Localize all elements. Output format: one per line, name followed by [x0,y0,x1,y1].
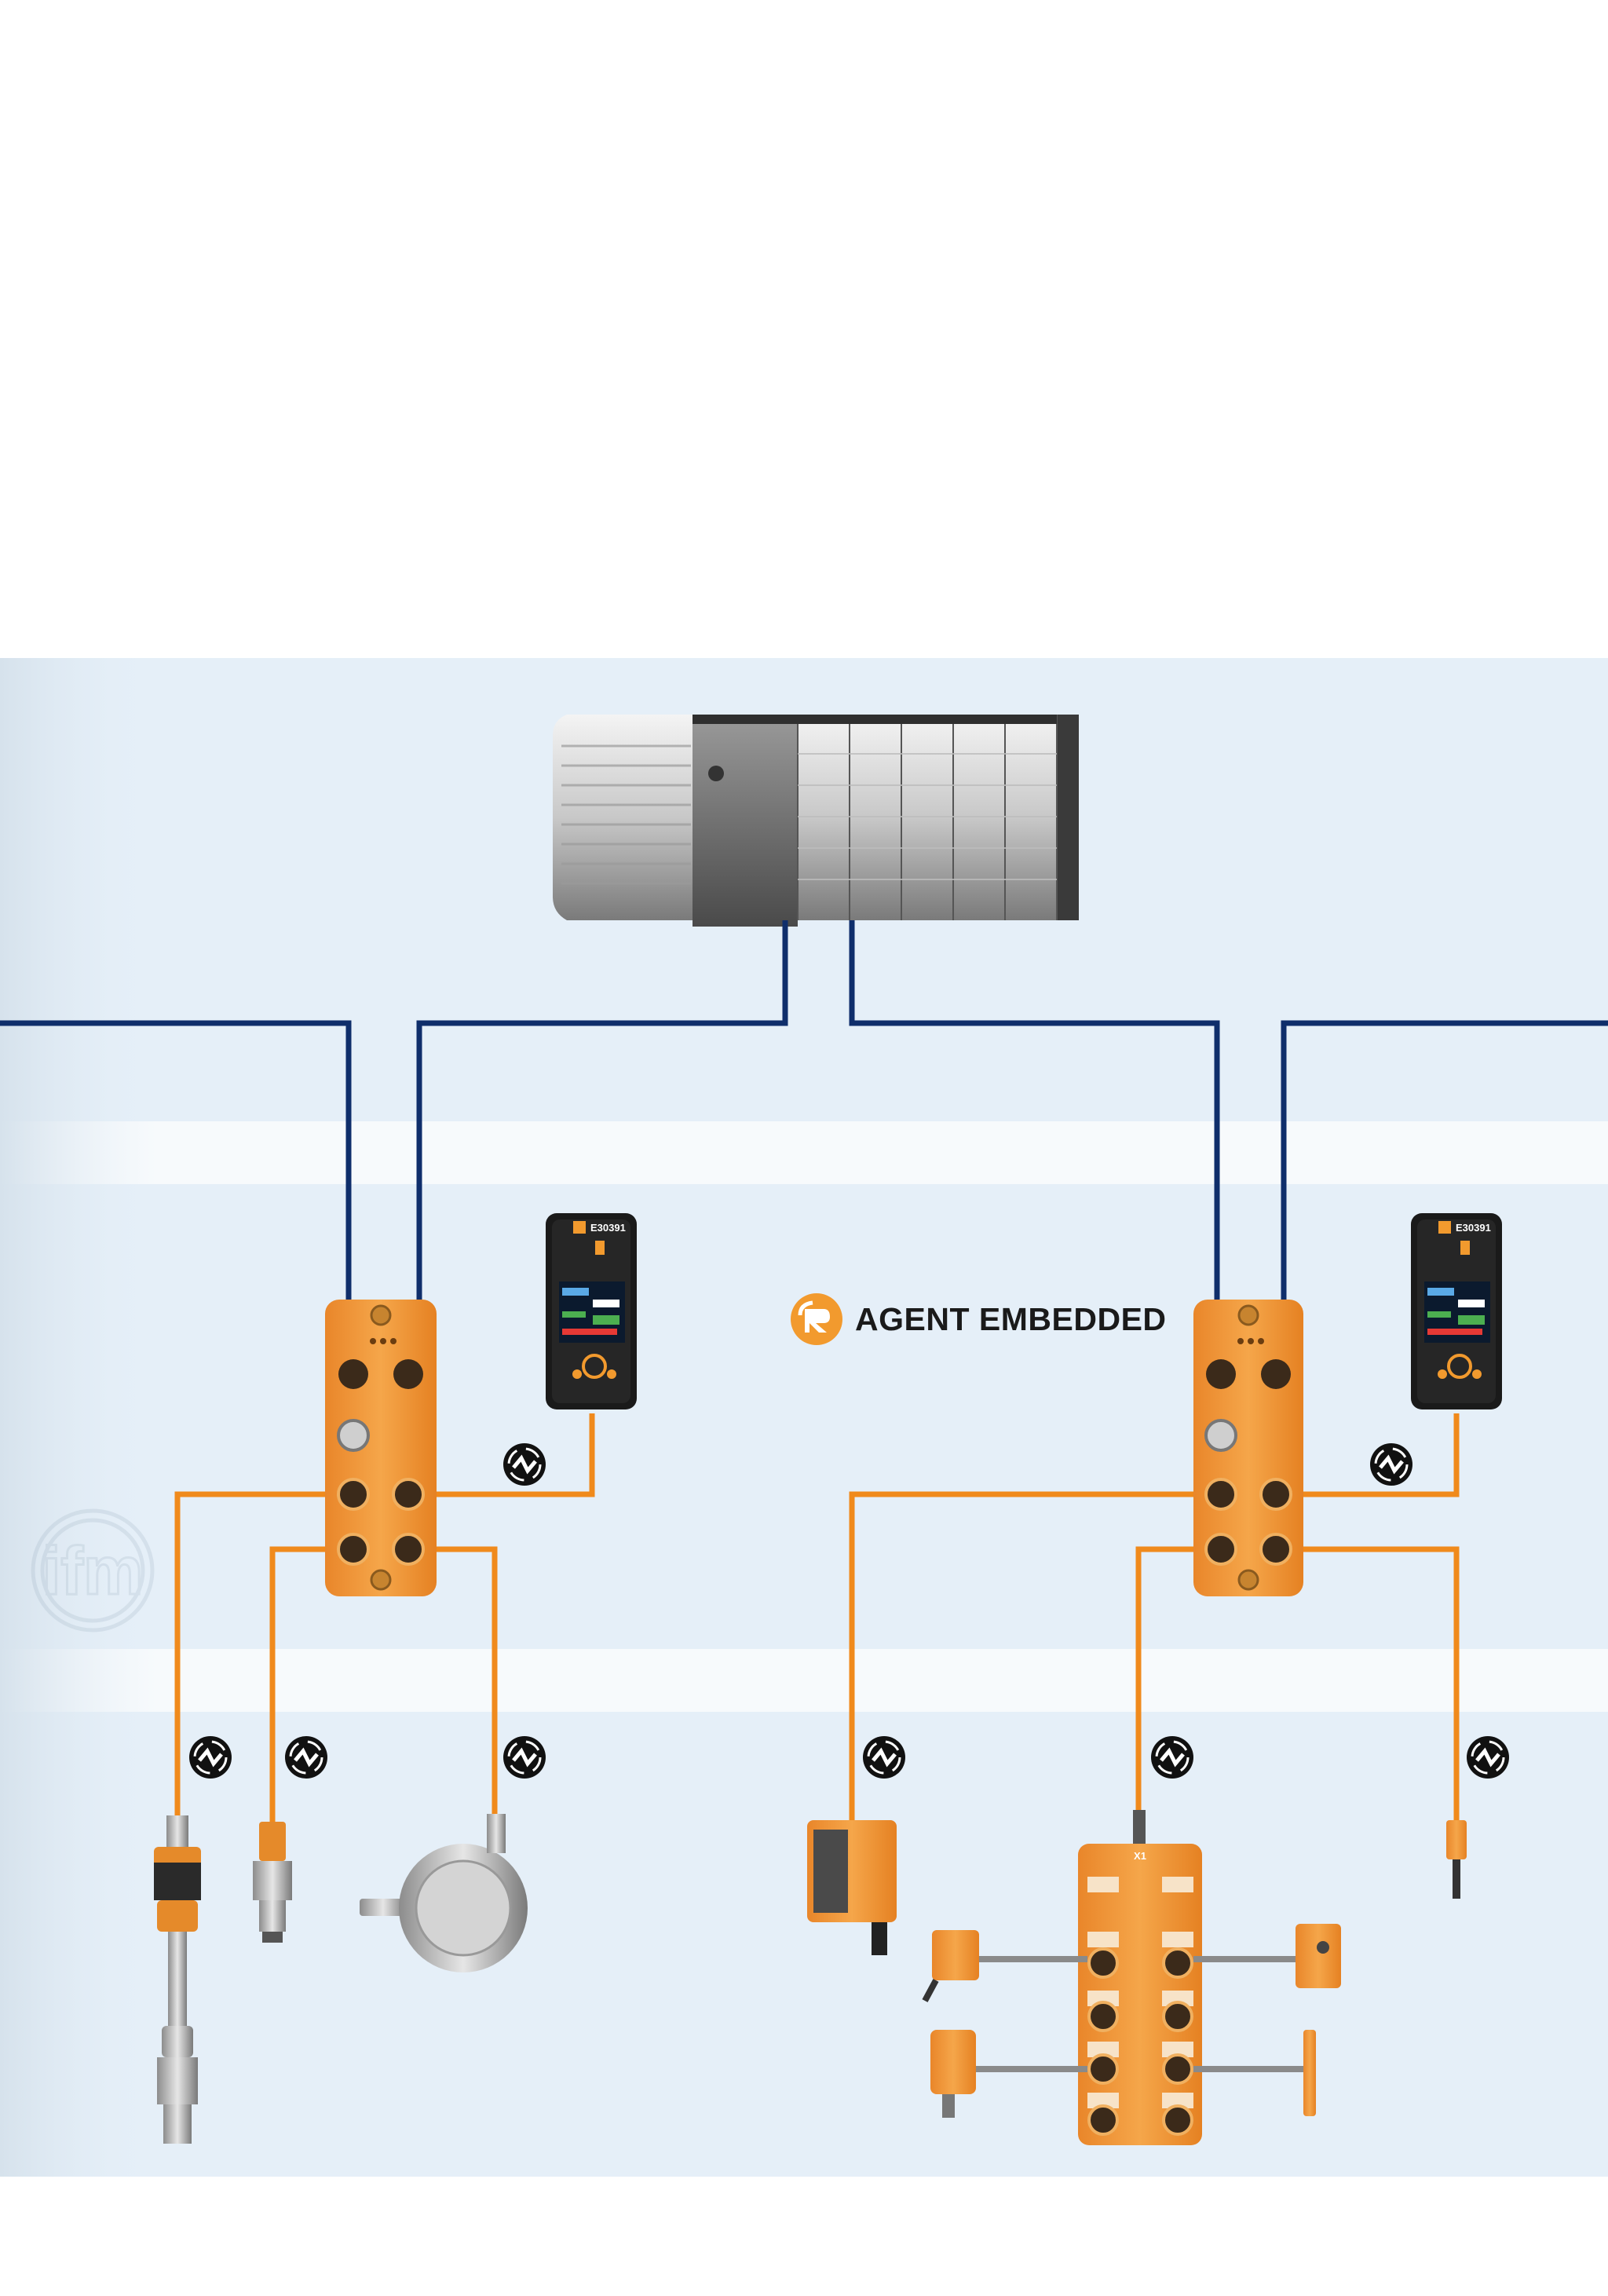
hub-sensor-bottom-right [1303,2030,1316,2116]
display-device-left: E30391 [546,1213,637,1409]
optical-sensor [807,1820,897,1955]
svg-text:X1: X1 [1134,1850,1146,1862]
svg-text:E30391: E30391 [590,1222,626,1234]
separator-band [0,1121,1608,1184]
io-link-icon [285,1736,327,1779]
separator-band [0,1649,1608,1712]
io-link-icon [503,1736,546,1779]
display-device-right: E30391 [1411,1213,1502,1409]
left-photo-fade [0,658,157,2177]
io-link-hub: X1 [1078,1810,1202,2145]
io-link-icon [189,1736,232,1779]
middle-band [0,1184,1608,1649]
hub-sensor-bottom-left [930,2030,976,2118]
hub-cables [976,1956,1310,2072]
svg-text:E30391: E30391 [1456,1222,1491,1234]
io-link-icon [1467,1736,1509,1779]
pressure-sensor [154,1815,201,2144]
small-sensor [1446,1820,1467,1899]
watermark-logo: ifm [31,1508,155,1632]
agent-embedded-badge: AGENT EMBEDDED [789,1292,1167,1347]
background-bands: ifm [0,658,1608,2177]
io-link-master-right [1193,1300,1303,1596]
io-link-icon [863,1736,905,1779]
inductive-sensor [253,1822,292,1943]
io-link-master-left [325,1300,437,1596]
agent-embedded-icon [791,1293,842,1345]
rotary-encoder [360,1814,528,1972]
plc-controller [553,715,1079,927]
io-link-icon [1370,1443,1412,1486]
io-link-icon [1151,1736,1193,1779]
hub-sensor-top-right [1296,1924,1341,1988]
io-link-lines [174,1413,1460,1822]
svg-text:ifm: ifm [42,1534,144,1609]
hub-sensor-top-left [922,1930,979,2002]
agent-embedded-label: AGENT EMBEDDED [855,1300,1167,1337]
io-link-symbols [189,1443,1509,1779]
bottom-band [0,1712,1608,2177]
io-link-icon [503,1443,546,1486]
ethernet-lines [0,920,1608,1300]
